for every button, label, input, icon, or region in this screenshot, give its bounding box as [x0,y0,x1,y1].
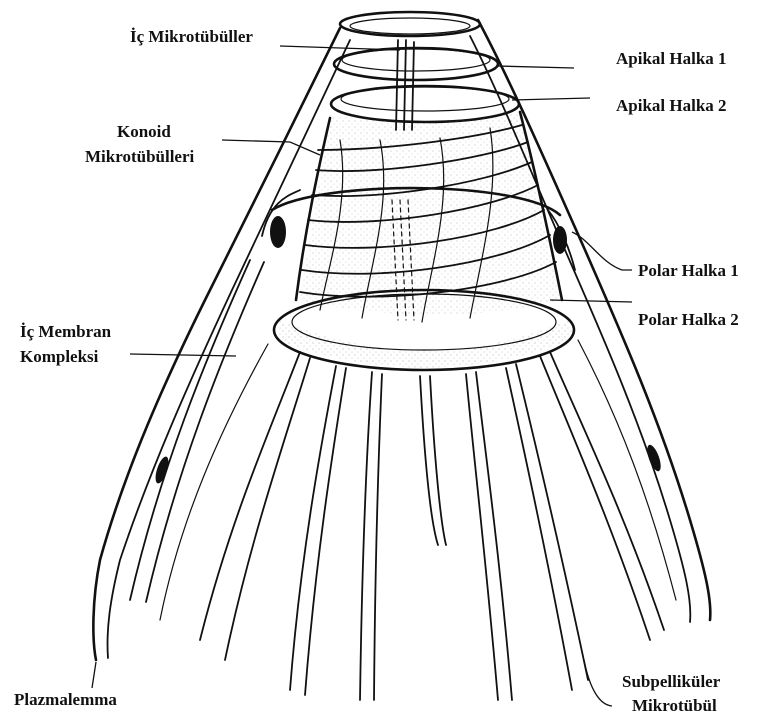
label-imc-line1: İç Membran [20,322,112,341]
apical-ring-2 [331,86,519,122]
label-apical-ring-1: Apikal Halka 1 [616,49,727,68]
label-polar-ring-1: Polar Halka 1 [638,261,739,280]
imc-vesicle-1 [270,216,286,248]
apical-opening [340,12,480,36]
apical-ring-1 [334,48,498,80]
subpellicular-microtubules [160,340,676,700]
label-apical-ring-2: Apikal Halka 2 [616,96,727,115]
label-conoid-line1: Konoid [117,122,171,141]
label-plasmalemma: Plazmalemma [14,690,117,709]
leader-imc [130,354,236,356]
leader-conoid [222,140,320,155]
label-inner-microtubules: İç Mikrotübüller [130,27,253,46]
leader-subpellicular [584,660,612,706]
leader-apical-ring-2 [512,98,590,100]
imc-vesicle-3 [553,226,567,254]
leader-plasmalemma [92,662,96,688]
label-imc-line2: Kompleksi [20,347,99,366]
imc-vesicle-4 [645,443,664,473]
imc-vesicle-2 [153,455,171,485]
label-polar-ring-2: Polar Halka 2 [638,310,739,329]
leader-apical-ring-1 [496,66,574,68]
label-subpellicular-line1: Subpelliküler [622,672,721,691]
label-conoid-line2: Mikrotübülleri [85,147,195,166]
label-subpellicular-line2: Mikrotübül [632,696,717,715]
leader-inner-microtubules [280,46,400,50]
cell-illustration [93,12,710,700]
leader-polar-ring-1 [572,232,632,270]
